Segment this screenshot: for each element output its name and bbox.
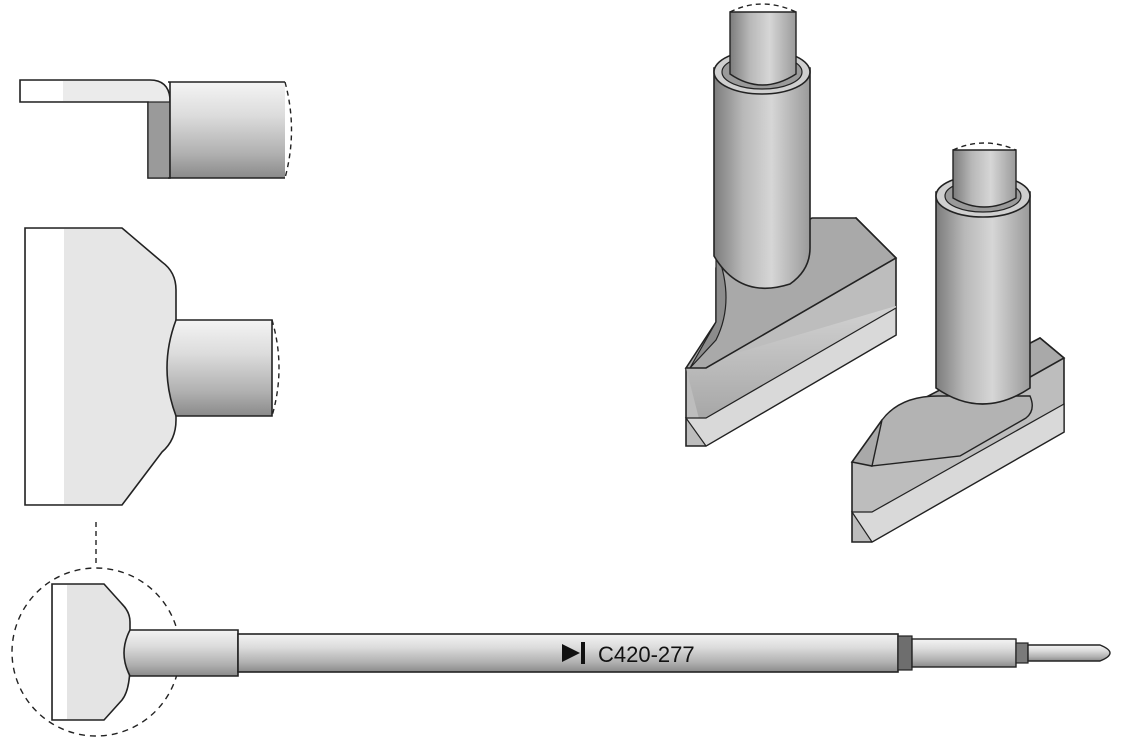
iso-front-inner-cut [729, 3, 797, 13]
side-view [19, 79, 293, 179]
side-view-body-outline [168, 81, 285, 179]
top-view-blade-highlight [26, 229, 64, 504]
full-tip-band [897, 635, 913, 671]
iso-back-collar [871, 395, 1033, 467]
diode-mark-icon [562, 642, 585, 664]
iso-front-blade-bottom [684, 306, 897, 447]
iso-view-back [850, 142, 1066, 543]
top-view-cut-line [271, 319, 280, 417]
iso-front-inner-shaft [729, 11, 797, 86]
side-view-bend-shade [147, 101, 171, 179]
iso-back-cylinder [935, 191, 1031, 405]
iso-back-blade-bottom [850, 402, 1065, 543]
full-tip-neck [123, 629, 239, 677]
iso-view-front [684, 3, 898, 447]
side-view-blade-highlight [21, 81, 63, 101]
full-tip-small-band [1015, 642, 1029, 664]
full-tip-point [1027, 644, 1111, 662]
side-view-body [170, 82, 285, 178]
iso-back-inner-shaft [952, 149, 1017, 208]
top-view [24, 227, 280, 506]
iso-front-cylinder [713, 67, 811, 289]
full-tip-blade-highlight [53, 585, 67, 719]
full-tip-view: C420-277 [11, 567, 1111, 737]
side-view-cut-line [284, 81, 293, 179]
iso-back-inner-cut [952, 142, 1017, 151]
part-number-label: C420-277 [598, 642, 695, 667]
full-tip-taper-1 [911, 638, 1017, 668]
top-view-neck [166, 319, 273, 417]
